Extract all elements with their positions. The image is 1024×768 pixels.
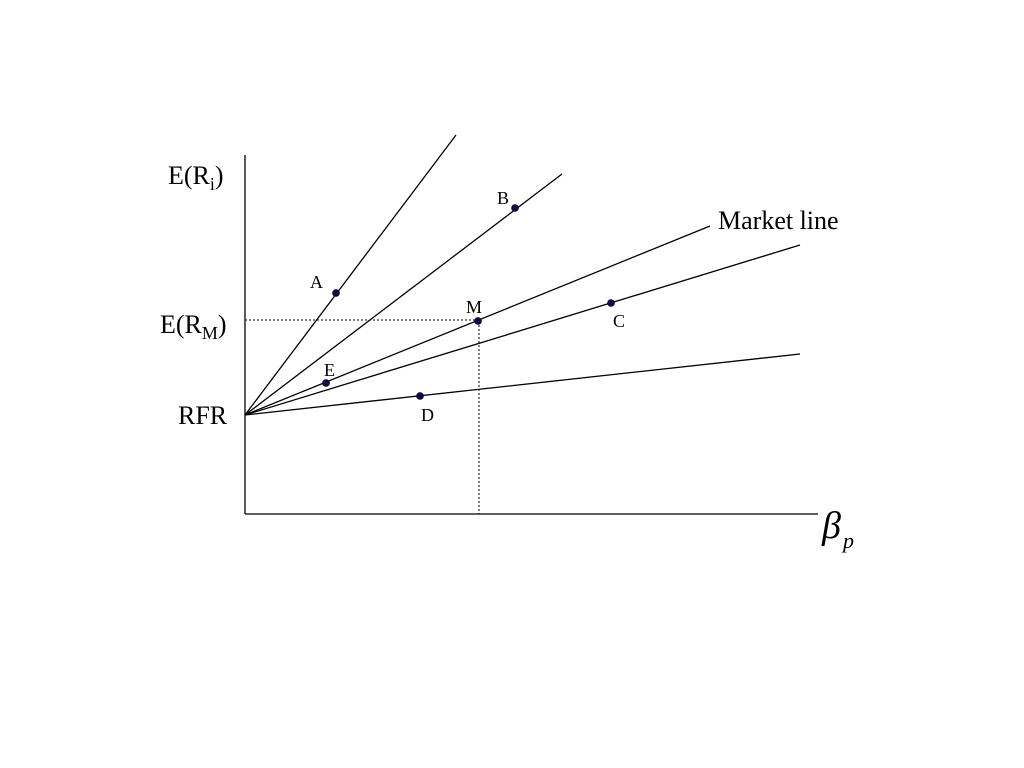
market-return-label: E(RM) <box>160 310 227 343</box>
y-axis-title: E(Ri) <box>168 161 224 194</box>
point-e <box>322 379 330 387</box>
x-axis-title: βp <box>821 505 854 553</box>
line-through-d <box>244 353 801 416</box>
line-through-a <box>244 134 457 416</box>
point-label-a: A <box>310 272 323 292</box>
point-label-c: C <box>613 311 625 331</box>
market-line-label: Market line <box>718 206 839 235</box>
point-label-d: D <box>421 405 434 425</box>
line-through-c <box>244 244 801 416</box>
point-c <box>607 299 615 307</box>
point-m <box>474 317 482 325</box>
point-label-m: M <box>466 297 482 317</box>
point-a <box>332 289 340 297</box>
point-d <box>416 392 424 400</box>
line-through-b <box>244 173 563 416</box>
risk-free-rate-label: RFR <box>178 401 228 430</box>
point-label-e: E <box>324 360 335 380</box>
point-b <box>511 204 519 212</box>
point-label-b: B <box>497 188 509 208</box>
